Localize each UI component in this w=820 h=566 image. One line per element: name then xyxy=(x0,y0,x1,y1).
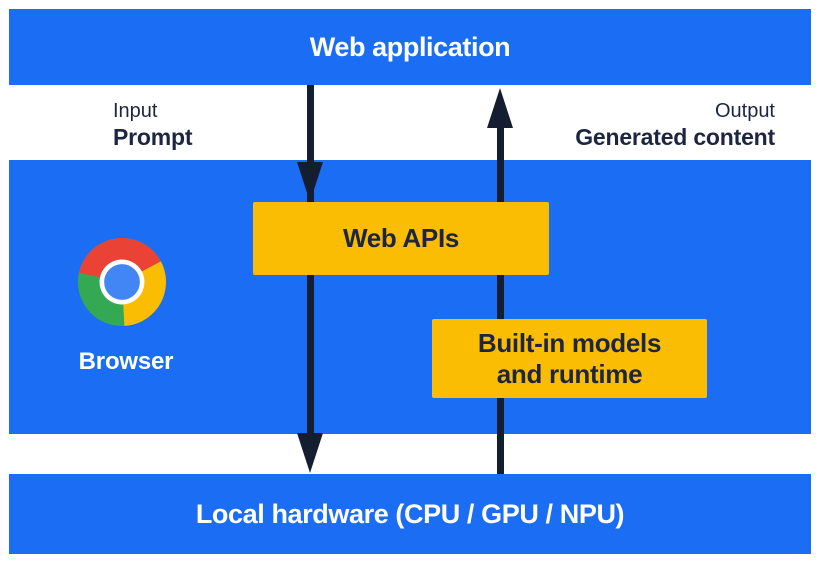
builtin-models-label-line1: Built-in models xyxy=(477,327,662,358)
input-title: Input xyxy=(113,100,158,122)
input-labels: Input Prompt xyxy=(113,100,193,151)
prompt-arrowhead-to-web-apis xyxy=(297,162,323,202)
output-labels: Output Generated content xyxy=(575,100,775,151)
input-value: Prompt xyxy=(113,124,193,150)
builtin-models-label-line2: and runtime xyxy=(496,358,643,389)
chrome-logo-icon xyxy=(78,238,166,326)
web-apis-box: Web APIs xyxy=(253,202,549,275)
output-title: Output xyxy=(714,100,775,122)
output-arrowhead-to-web-application xyxy=(487,88,513,128)
prompt-arrowhead-to-hardware xyxy=(297,433,323,473)
local-hardware-bar: Local hardware (CPU / GPU / NPU) xyxy=(9,474,811,554)
local-hardware-label: Local hardware (CPU / GPU / NPU) xyxy=(195,498,625,529)
browser-label: Browser xyxy=(78,348,174,375)
output-arrow-line xyxy=(497,128,504,474)
web-apis-label: Web APIs xyxy=(342,223,460,253)
output-value: Generated content xyxy=(575,124,775,150)
web-application-label: Web application xyxy=(309,31,511,62)
builtin-models-box: Built-in models and runtime xyxy=(432,319,707,398)
web-application-bar: Web application xyxy=(9,9,811,85)
